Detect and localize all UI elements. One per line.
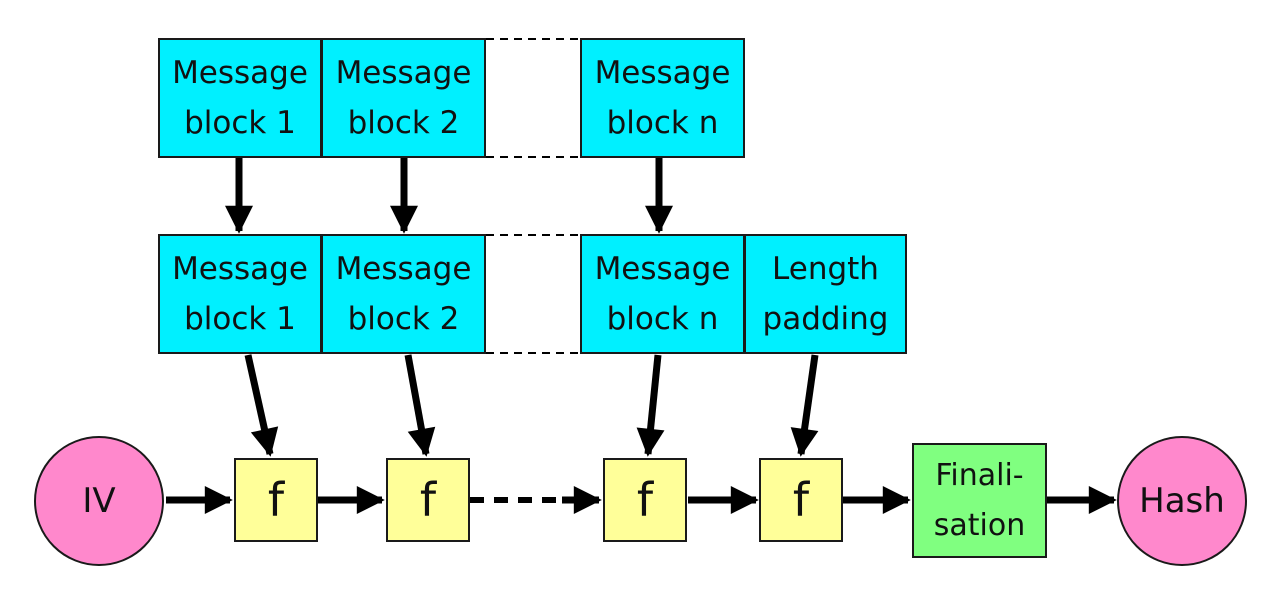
- f3-label: f: [636, 473, 654, 527]
- padded-message-block-1: Message block 1: [158, 234, 322, 354]
- top-blockn-line1: Message: [594, 55, 731, 91]
- length-padding-block: Length padding: [744, 234, 907, 354]
- compression-function-1: f: [234, 458, 318, 542]
- iv-node: IV: [34, 436, 164, 566]
- top-block2-line1: Message: [335, 55, 472, 91]
- padding-line2: padding: [762, 301, 889, 337]
- hash-label: Hash: [1139, 481, 1225, 521]
- padded-block2-line2: block 2: [347, 301, 460, 337]
- padded-blockn-line2: block n: [606, 301, 719, 337]
- padded-block1-line1: Message: [172, 251, 308, 287]
- padding-line1: Length: [772, 251, 879, 287]
- top-message-block-1: Message block 1: [158, 38, 322, 158]
- padded-message-block-n: Message block n: [580, 234, 745, 354]
- finalisation-line1: Finali-: [935, 457, 1024, 493]
- compression-function-2: f: [386, 458, 470, 542]
- padded-block2-line1: Message: [335, 251, 472, 287]
- padded-message-block-2: Message block 2: [321, 234, 486, 354]
- top-block1-line2: block 1: [184, 105, 296, 141]
- padded-blockn-line1: Message: [594, 251, 731, 287]
- arrow-padding-to-f4: [790, 354, 819, 457]
- padded-block1-line2: block 1: [184, 301, 296, 337]
- f2-label: f: [419, 473, 437, 527]
- arrow-block2-to-f2: [404, 354, 436, 457]
- top-message-block-n: Message block n: [580, 38, 745, 158]
- f1-label: f: [267, 473, 285, 527]
- arrow-blockn-to-f3: [636, 354, 665, 457]
- hash-node: Hash: [1117, 436, 1247, 566]
- compression-function-3: f: [603, 458, 687, 542]
- f4-label: f: [792, 473, 810, 527]
- arrow-block1-to-f1: [244, 354, 279, 457]
- top-block2-line2: block 2: [347, 105, 460, 141]
- finalisation-box: Finali-sation: [912, 443, 1047, 558]
- top-block1-line1: Message: [172, 55, 308, 91]
- finalisation-line2: sation: [933, 507, 1026, 543]
- iv-label: IV: [82, 481, 116, 521]
- compression-function-4: f: [759, 458, 843, 542]
- top-message-block-2: Message block 2: [321, 38, 486, 158]
- top-blockn-line2: block n: [606, 105, 719, 141]
